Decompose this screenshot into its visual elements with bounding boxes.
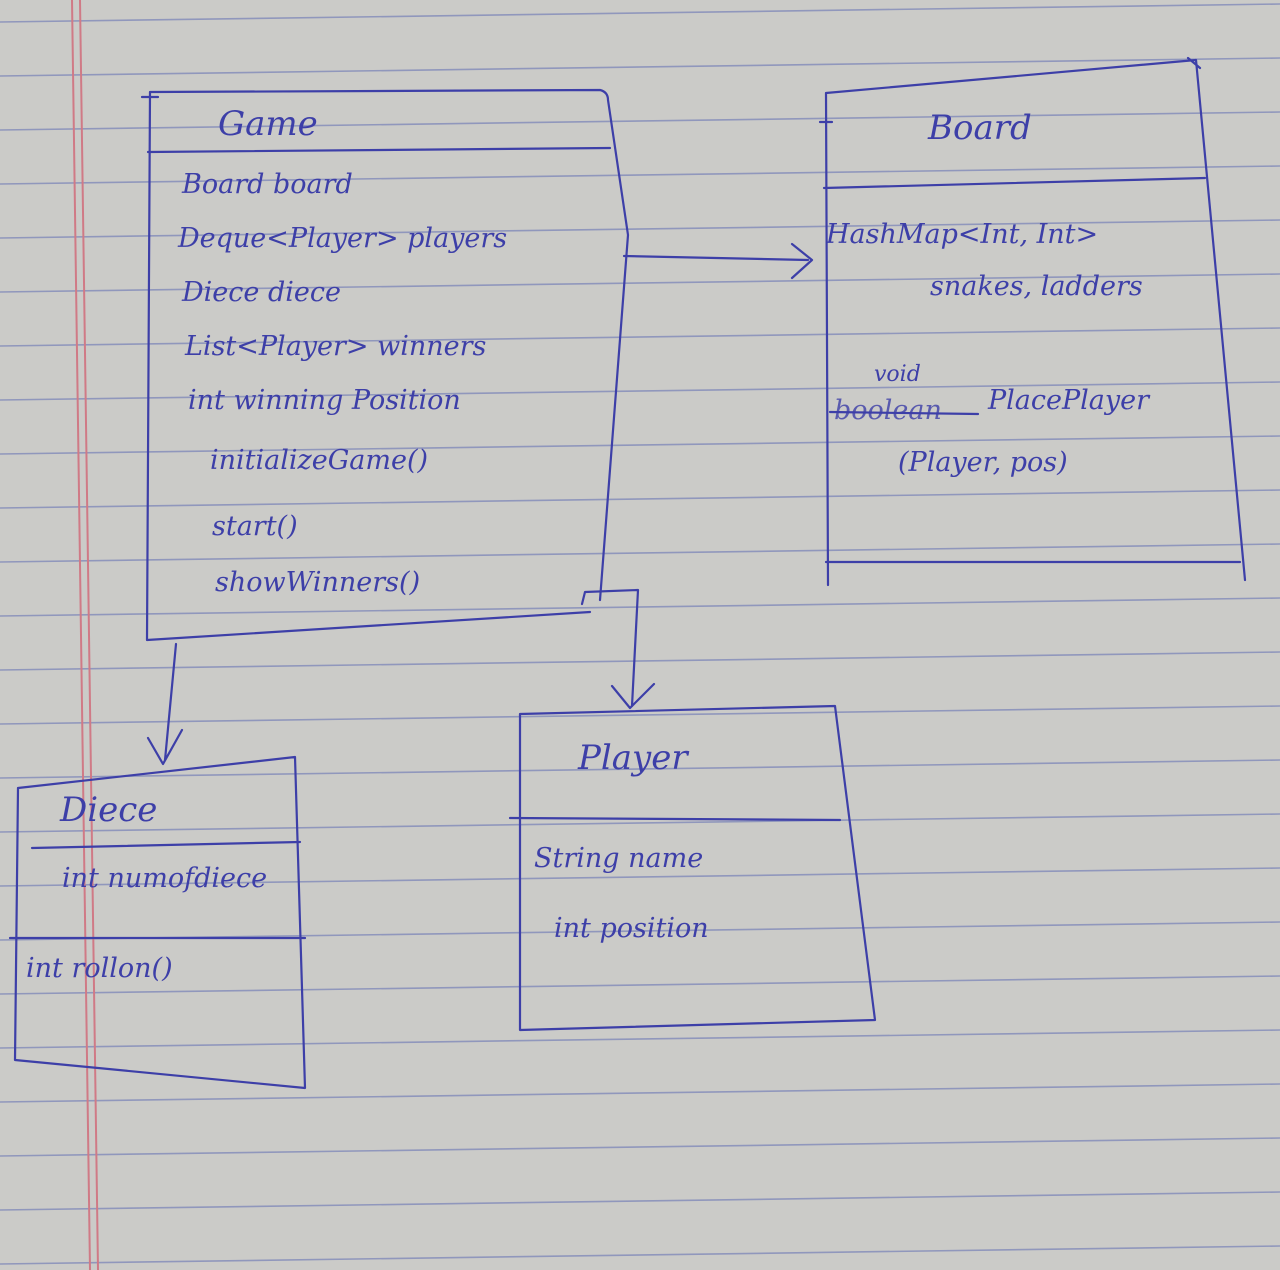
board-method: PlacePlayer (988, 385, 1150, 416)
game-class-name: Game (218, 104, 318, 144)
arrow-game-to-player-head (610, 682, 656, 710)
game-attribute: Diece diece (182, 277, 341, 308)
player-attribute: int position (554, 913, 709, 944)
board-class-box (824, 58, 1247, 587)
board-attribute: HashMap<Int, Int> (826, 219, 1099, 250)
arrow-game-to-player (580, 588, 640, 708)
arrow-game-to-diece-head (146, 728, 184, 766)
ruled-line (0, 597, 1280, 617)
arrow-game-to-diece (163, 642, 178, 762)
board-name-divider (822, 176, 1207, 190)
margin-line-2 (79, 0, 99, 1270)
ruled-line (0, 975, 1280, 995)
board-method: boolean (834, 395, 942, 426)
player-class-name: Player (578, 738, 688, 778)
ruled-line (0, 1245, 1280, 1265)
diece-method: int rollon() (26, 953, 173, 984)
game-attribute: Deque<Player> players (178, 223, 508, 254)
diece-name-divider (30, 840, 302, 850)
ruled-line (0, 759, 1280, 779)
ruled-line (0, 1029, 1280, 1049)
ruled-line (0, 1083, 1280, 1103)
game-method: showWinners() (215, 567, 421, 598)
ruled-line (0, 1137, 1280, 1157)
board-method: void (874, 362, 921, 387)
ruled-line (0, 219, 1280, 239)
game-name-divider (146, 146, 612, 154)
player-attribute: String name (534, 843, 704, 874)
ruled-line (0, 165, 1280, 185)
ruled-line (0, 435, 1280, 455)
game-attribute: int winning Position (188, 385, 461, 416)
board-class-name: Board (928, 108, 1032, 148)
ruled-line (0, 543, 1280, 563)
board-method: (Player, pos) (898, 447, 1068, 478)
ruled-lines (0, 3, 1280, 1265)
ruled-line (0, 111, 1280, 131)
ruled-line (0, 57, 1280, 77)
board-box-tick (818, 56, 1202, 124)
ruled-line (0, 327, 1280, 347)
ruled-line (0, 273, 1280, 293)
diece-attribute: int numofdiece (62, 863, 268, 894)
ruled-line (0, 651, 1280, 671)
arrow-game-to-board-head (790, 242, 814, 280)
board-attribute: snakes, ladders (930, 271, 1143, 302)
ruled-line (0, 813, 1280, 833)
ruled-line (0, 705, 1280, 725)
player-class-box (518, 704, 877, 1032)
diece-class-box (13, 755, 307, 1090)
diece-class-name: Diece (60, 790, 158, 830)
ruled-line (0, 381, 1280, 401)
game-method: initializeGame() (210, 445, 429, 476)
player-name-divider (508, 816, 842, 822)
ruled-line (0, 489, 1280, 509)
game-attribute: Board board (182, 169, 353, 200)
arrow-game-to-board (622, 254, 810, 262)
margin-line (71, 0, 91, 1270)
ruled-line (0, 3, 1280, 23)
game-class-box (145, 88, 630, 642)
game-method: start() (212, 511, 298, 542)
game-attribute: List<Player> winners (185, 331, 487, 362)
ruled-line (0, 1191, 1280, 1211)
strikethrough (828, 410, 980, 416)
ruled-line (0, 867, 1280, 887)
